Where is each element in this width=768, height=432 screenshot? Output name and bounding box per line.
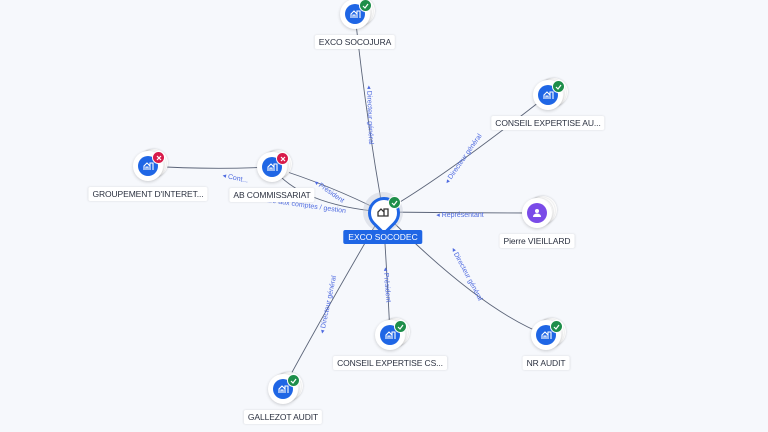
status-active-check-icon bbox=[388, 196, 401, 209]
edge-vieillard bbox=[382, 211, 538, 214]
status-active-check-icon bbox=[552, 80, 565, 93]
node-label: GROUPEMENT D'INTERET... bbox=[88, 187, 208, 201]
center-node-label: EXCO SOCODEC bbox=[343, 230, 423, 244]
status-active-check-icon bbox=[394, 320, 407, 333]
building-icon bbox=[376, 205, 390, 219]
node-label: AB COMMISSARIAT bbox=[229, 188, 315, 202]
edge-label: ◂ Directeur général bbox=[444, 133, 484, 186]
status-closed-x-icon bbox=[152, 151, 165, 164]
edge-label: ◂ Directeur général bbox=[449, 247, 483, 303]
edge-label: ◂ Cont... bbox=[222, 172, 249, 184]
edge-label: ◂ Président bbox=[381, 267, 391, 303]
edge-label: ◂ Représentant bbox=[436, 212, 484, 219]
status-active-check-icon bbox=[287, 374, 300, 387]
node-label: CONSEIL EXPERTISE AU... bbox=[491, 116, 605, 130]
node-label: NR AUDIT bbox=[522, 356, 570, 370]
edge-label: ◂ Directeur général bbox=[365, 85, 374, 145]
status-active-check-icon bbox=[359, 0, 372, 12]
status-active-check-icon bbox=[550, 320, 563, 333]
node-label: CONSEIL EXPERTISE CS... bbox=[333, 356, 447, 370]
person-icon bbox=[527, 203, 547, 223]
node-label: EXCO SOCOJURA bbox=[314, 35, 396, 49]
node-label: Pierre VIEILLARD bbox=[499, 234, 575, 248]
status-closed-x-icon bbox=[276, 152, 289, 165]
node-label: GALLEZOT AUDIT bbox=[243, 410, 323, 424]
edge-label: ◂ Directeur général bbox=[319, 275, 338, 335]
